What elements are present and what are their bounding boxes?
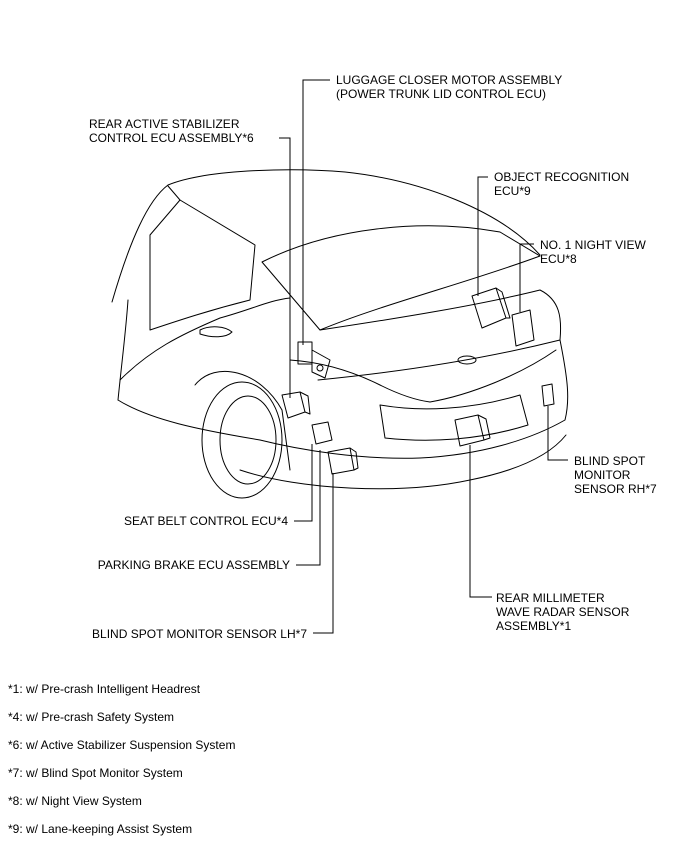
leader-seat-belt	[294, 444, 313, 522]
rear-window-outline	[261, 225, 541, 331]
taillight-left	[289, 359, 431, 403]
leader-bsm-lh	[313, 473, 334, 634]
object-recognition-ecu	[471, 287, 511, 329]
footnote-7: *7: w/ Blind Spot Monitor System	[8, 766, 183, 780]
leader-radar	[469, 445, 492, 598]
footnote-9: *9: w/ Lane-keeping Assist System	[8, 822, 193, 836]
rear-stabilizer-ecu	[281, 391, 311, 419]
bumper-lower	[239, 434, 567, 490]
side-window	[149, 199, 256, 331]
rear-wheel	[201, 381, 283, 499]
label-seat-belt: SEAT BELT CONTROL ECU*4	[123, 514, 288, 528]
leader-bsm-rh	[547, 406, 568, 461]
emblem	[457, 355, 477, 365]
label-parking-brake: PARKING BRAKE ECU ASSEMBLY	[97, 558, 290, 572]
license-recess	[379, 394, 529, 441]
trunk-lid	[317, 289, 562, 381]
parking-brake-ecu	[327, 447, 359, 475]
door-outline	[119, 297, 291, 381]
seat-belt-ecu	[311, 421, 333, 445]
taillight-right	[429, 349, 557, 403]
leader-stabilizer	[279, 137, 291, 398]
night-view-ecu	[511, 309, 535, 347]
footnote-6: *6: w/ Active Stabilizer Suspension Syst…	[8, 738, 236, 752]
door-handle	[199, 326, 233, 338]
label-bsm-lh: BLIND SPOT MONITOR SENSOR LH*7	[92, 627, 307, 641]
luggage-closer-motor	[297, 341, 331, 379]
footnote-8: *8: w/ Night View System	[8, 794, 142, 808]
label-luggage-closer: LUGGAGE CLOSER MOTOR ASSEMBLY (POWER TRU…	[336, 73, 563, 101]
label-object-recognition: OBJECT RECOGNITION ECU*9	[494, 170, 630, 198]
leader-parking-brake	[296, 450, 321, 566]
leader-object-recognition	[477, 176, 488, 296]
radar-sensor	[454, 414, 491, 447]
label-night-view: NO. 1 NIGHT VIEW ECU*8	[540, 238, 646, 266]
leader-night-view	[519, 243, 534, 312]
footnote-1: *1: w/ Pre-crash Intelligent Headrest	[8, 682, 201, 696]
label-radar: REAR MILLIMETER WAVE RADAR SENSOR ASSEMB…	[496, 591, 630, 633]
footnote-4: *4: w/ Pre-crash Safety System	[8, 710, 175, 724]
label-bsm-rh: BLIND SPOT MONITOR SENSOR RH*7	[574, 454, 657, 496]
label-rear-stabilizer: REAR ACTIVE STABILIZER CONTROL ECU ASSEM…	[89, 117, 254, 145]
bsm-sensor-rh	[541, 383, 555, 407]
rear-body	[117, 339, 569, 459]
leader-luggage	[302, 79, 330, 345]
car-roof-outline	[111, 169, 541, 303]
